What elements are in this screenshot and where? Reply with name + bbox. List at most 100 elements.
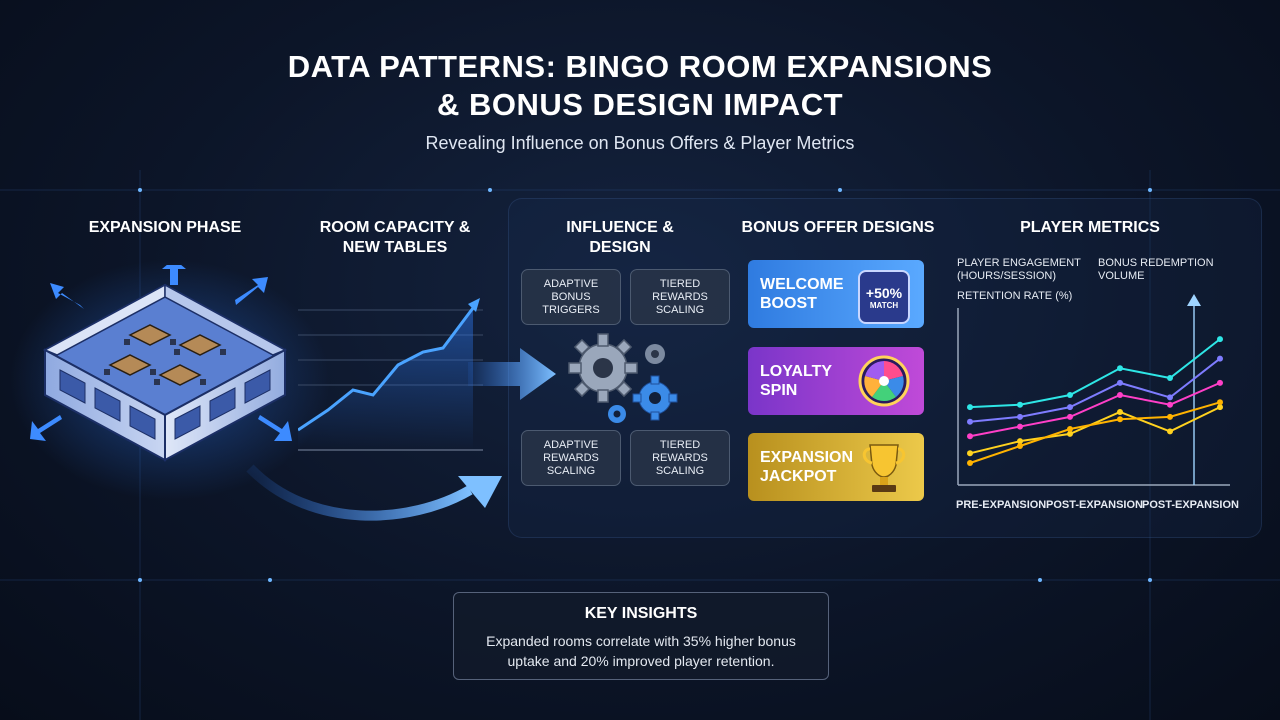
flow-arrows (246, 348, 556, 521)
series-line (969, 401, 1221, 464)
data-point (1117, 416, 1123, 423)
capacity-growth-chart (298, 298, 483, 451)
data-point (1117, 365, 1123, 372)
data-point (1017, 443, 1023, 449)
data-point (967, 433, 973, 440)
data-point (1167, 413, 1173, 420)
data-point (1017, 423, 1023, 430)
bonus-card-expansion-jackpot[interactable]: EXPANSION JACKPOT (748, 433, 924, 501)
chip-text-line: TRIGGERS (542, 303, 600, 316)
data-point (1067, 392, 1073, 398)
heading-influence-line2: DESIGN (589, 239, 651, 256)
trophy-icon (862, 444, 906, 492)
series-line (969, 406, 1221, 455)
key-insights-heading: KEY INSIGHTS (584, 605, 698, 622)
bonus-card-label-line1: WELCOME (760, 276, 844, 293)
key-insights-body: Expanded rooms correlate with 35% higher… (486, 633, 796, 669)
data-point (1217, 336, 1223, 343)
arrow-right-upper (468, 348, 556, 400)
series-line (969, 338, 1221, 409)
data-point (1067, 404, 1073, 411)
chip-text-line: REWARDS (652, 290, 708, 303)
bonus-card-label-line1: LOYALTY (760, 363, 833, 380)
data-point (1167, 375, 1173, 381)
spin-wheel-icon (858, 355, 910, 407)
bonus-card-label: WELCOME BOOST (760, 275, 860, 313)
heading-room-capacity-line1: ROOM CAPACITY & (319, 219, 471, 236)
bonus-card-label-line2: BOOST (760, 295, 817, 312)
bonus-card-label: EXPANSION JACKPOT (760, 448, 860, 486)
bonus-card-label-line2: JACKPOT (760, 468, 837, 485)
data-point (1017, 401, 1023, 408)
data-point (1167, 401, 1173, 408)
bonus-card-label-line1: EXPANSION (760, 449, 854, 466)
chip-text-line: TIERED (659, 277, 701, 290)
data-point (1067, 426, 1073, 432)
gears-icon (568, 333, 678, 423)
heading-influence-line1: INFLUENCE & (566, 219, 674, 236)
badge-icon: +50% MATCH (858, 270, 910, 324)
data-point (1117, 379, 1123, 386)
heading-expansion-phase: EXPANSION PHASE (88, 219, 242, 236)
data-point (1217, 379, 1223, 386)
data-point (967, 460, 973, 466)
data-point (1167, 394, 1173, 401)
x-label: PRE-EXPANSION (956, 499, 1047, 511)
key-insights-box: KEY INSIGHTS Expanded rooms correlate wi… (453, 592, 829, 680)
page-title: DATA PATTERNS: BINGO ROOM EXPANSIONS & B… (0, 48, 1280, 124)
heading-room-capacity: ROOM CAPACITY & NEW TABLES (290, 218, 500, 258)
data-point (1017, 438, 1023, 445)
chip-text-line: ADAPTIVE (543, 277, 599, 290)
bonus-card-welcome-boost[interactable]: WELCOME BOOST +50% MATCH (748, 260, 924, 328)
data-point (1067, 430, 1073, 437)
legend-redemption: BONUS REDEMPTION VOLUME (1098, 257, 1214, 283)
bonus-card-label-line2: SPIN (760, 382, 798, 399)
data-point (1017, 413, 1023, 420)
bonus-card-loyalty-spin[interactable]: LOYALTY SPIN (748, 347, 924, 415)
legend-retention: RETENTION RATE (%) (957, 290, 1073, 302)
badge-sub: MATCH (869, 300, 899, 310)
heading-room-capacity-line2: NEW TABLES (342, 239, 448, 256)
data-point (1067, 413, 1073, 420)
series-line (969, 381, 1221, 438)
data-point (967, 404, 973, 411)
title-line-2: & BONUS DESIGN IMPACT (436, 87, 844, 122)
data-point (1217, 404, 1223, 411)
legend-redemption-line1: BONUS REDEMPTION (1098, 257, 1214, 269)
chip-text-line: SCALING (655, 464, 705, 477)
legend-engagement-line2: (HOURS/SESSION) (957, 270, 1057, 282)
page-subtitle: Revealing Influence on Bonus Offers & Pl… (425, 133, 855, 153)
data-point (1217, 399, 1223, 406)
chip-text-line: BONUS (551, 290, 591, 303)
data-point (967, 418, 973, 425)
legend-engagement-line1: PLAYER ENGAGEMENT (957, 257, 1081, 269)
player-metrics-chart (957, 294, 1230, 486)
heading-influence-design: INFLUENCE & DESIGN (520, 218, 720, 258)
x-label: POST-EXPANSION (1046, 499, 1143, 511)
series-line (969, 357, 1221, 423)
data-point (1217, 355, 1223, 362)
data-point (1167, 428, 1173, 435)
chip-text-line: SCALING (655, 303, 705, 316)
marker-arrow (1187, 294, 1201, 306)
chip-text-line: REWARDS (652, 451, 708, 464)
badge-value: +50% (865, 284, 903, 301)
arrow-curve-head (458, 476, 502, 508)
bingo-room-illustration (30, 265, 292, 462)
data-point (967, 450, 973, 457)
data-point (1117, 392, 1123, 398)
heading-player-metrics: PLAYER METRICS (1020, 219, 1160, 236)
chip-text-line: TIERED (659, 438, 701, 451)
chip-text-line: SCALING (546, 464, 596, 477)
data-point (1117, 409, 1123, 415)
heading-bonus-offer-designs: BONUS OFFER DESIGNS (741, 219, 935, 236)
chip-text-line: REWARDS (543, 451, 599, 464)
title-line-1: DATA PATTERNS: BINGO ROOM EXPANSIONS (287, 49, 993, 84)
legend-engagement: PLAYER ENGAGEMENT (HOURS/SESSION) (957, 257, 1081, 283)
x-label: POST-EXPANSION (1142, 499, 1239, 511)
chip-text-line: ADAPTIVE (543, 438, 599, 451)
